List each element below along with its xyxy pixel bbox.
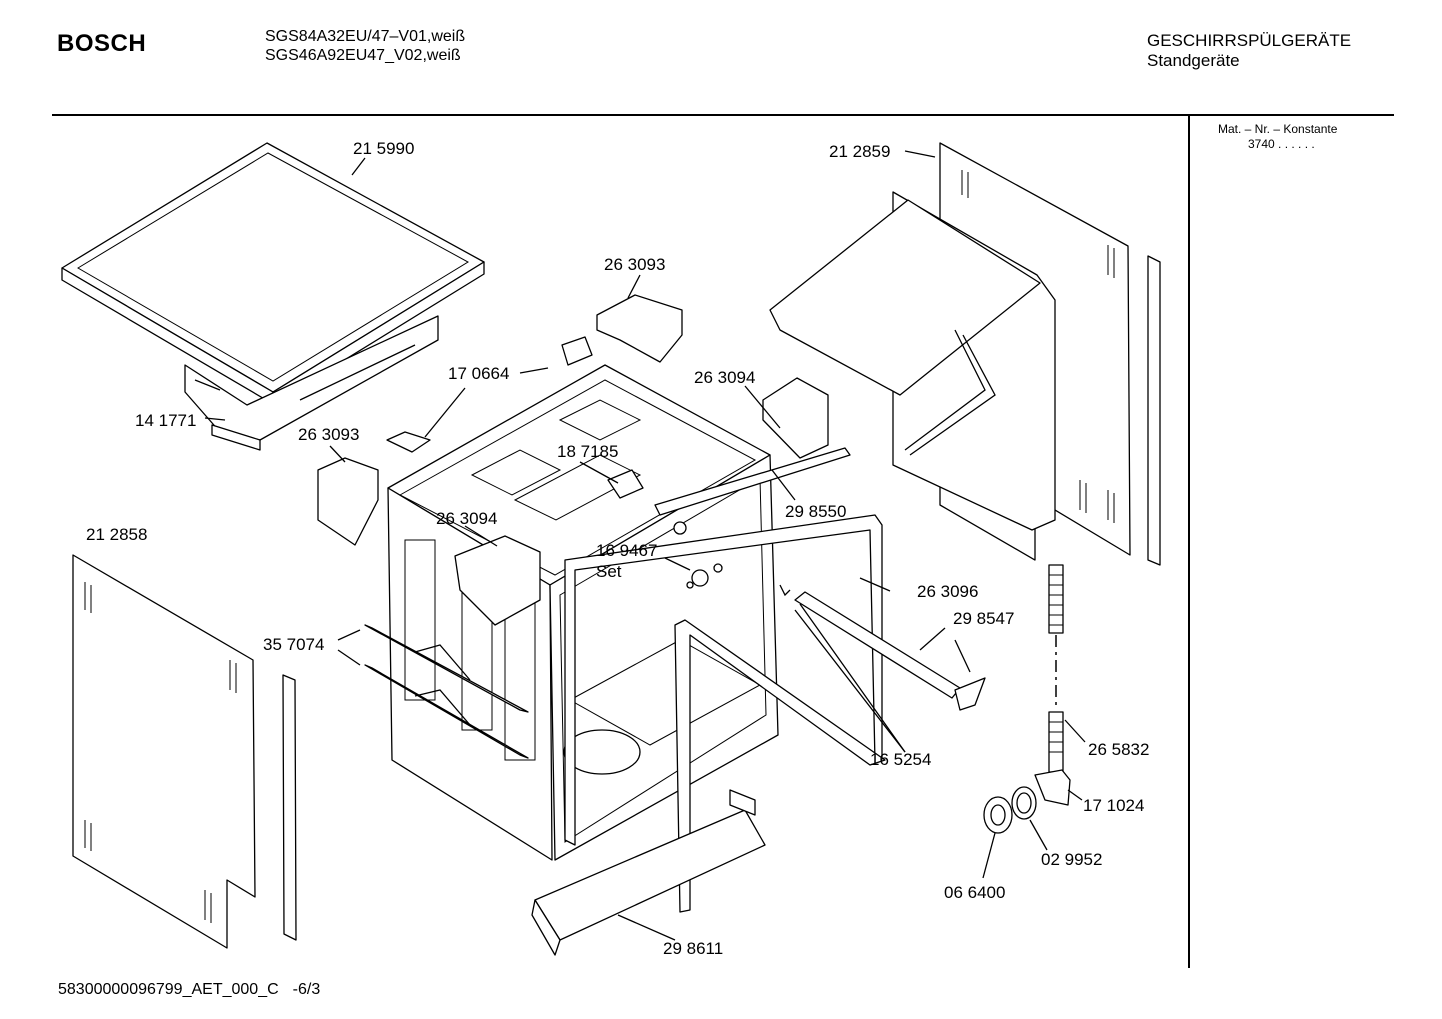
sidebar-divider xyxy=(1188,116,1190,968)
label-263094-mid: 26 3094 xyxy=(436,509,497,528)
label-169467: 16 9467 xyxy=(596,541,657,560)
page-number: -6/3 xyxy=(292,981,321,998)
appliance-category: GESCHIRRSPÜLGERÄTE Standgeräte xyxy=(1147,31,1351,71)
model-line-2: SGS46A92EU47_V02,weiß xyxy=(265,47,461,64)
top-cover-part xyxy=(61,142,485,451)
label-263094-top: 26 3094 xyxy=(694,368,755,387)
label-212859: 21 2859 xyxy=(829,142,890,161)
label-066400: 06 6400 xyxy=(944,883,1005,902)
left-side-panel-part xyxy=(72,554,297,949)
model-numbers: SGS84A32EU/47–V01,weiß SGS46A92EU47_V02,… xyxy=(265,27,465,65)
material-constant-label: Mat. – Nr. – Konstante xyxy=(1218,122,1338,136)
label-298550: 29 8550 xyxy=(785,502,846,521)
seal-strip-part xyxy=(654,447,851,516)
label-141771: 14 1771 xyxy=(135,411,196,430)
tub-body-part xyxy=(387,364,779,861)
model-line-1: SGS84A32EU/47–V01,weiß xyxy=(265,28,466,45)
part-labels: 21 5990 21 2859 26 3093 17 0664 26 3094 … xyxy=(86,139,1149,958)
label-298547: 29 8547 xyxy=(953,609,1014,628)
brand-logo: BOSCH xyxy=(57,30,147,57)
label-165254: 16 5254 xyxy=(870,750,931,769)
material-constant: Mat. – Nr. – Konstante 3740 . . . . . . xyxy=(1218,122,1337,152)
document-footer: 58300000096799_AET_000_C -6/3 xyxy=(58,981,320,999)
label-215990: 21 5990 xyxy=(353,139,414,158)
label-171024: 17 1024 xyxy=(1083,796,1144,815)
label-263093-top: 26 3093 xyxy=(604,255,665,274)
crossbar-part xyxy=(779,584,986,711)
right-side-panel-part xyxy=(769,142,1161,566)
lower-rails-part xyxy=(364,624,529,759)
label-263096: 26 3096 xyxy=(917,582,978,601)
leader-lines xyxy=(204,150,1086,941)
label-263093-left: 26 3093 xyxy=(298,425,359,444)
small-components xyxy=(317,294,829,626)
frame-bracket-part xyxy=(564,514,886,913)
label-357074: 35 7074 xyxy=(263,635,324,654)
drain-hose-part xyxy=(983,564,1071,834)
document-id: 58300000096799_AET_000_C xyxy=(58,981,279,998)
label-170664: 17 0664 xyxy=(448,364,509,383)
material-constant-value: 3740 . . . . . . xyxy=(1248,137,1315,151)
label-265832: 26 5832 xyxy=(1088,740,1149,759)
category-subtitle: Standgeräte xyxy=(1147,51,1240,70)
label-212858: 21 2858 xyxy=(86,525,147,544)
label-298611: 29 8611 xyxy=(663,939,723,958)
label-set: Set xyxy=(596,562,622,581)
base-plate-part xyxy=(531,789,766,956)
header-divider xyxy=(52,114,1394,116)
label-029952: 02 9952 xyxy=(1041,850,1102,869)
label-187185: 18 7185 xyxy=(557,442,618,461)
category-title: GESCHIRRSPÜLGERÄTE xyxy=(1147,31,1352,50)
